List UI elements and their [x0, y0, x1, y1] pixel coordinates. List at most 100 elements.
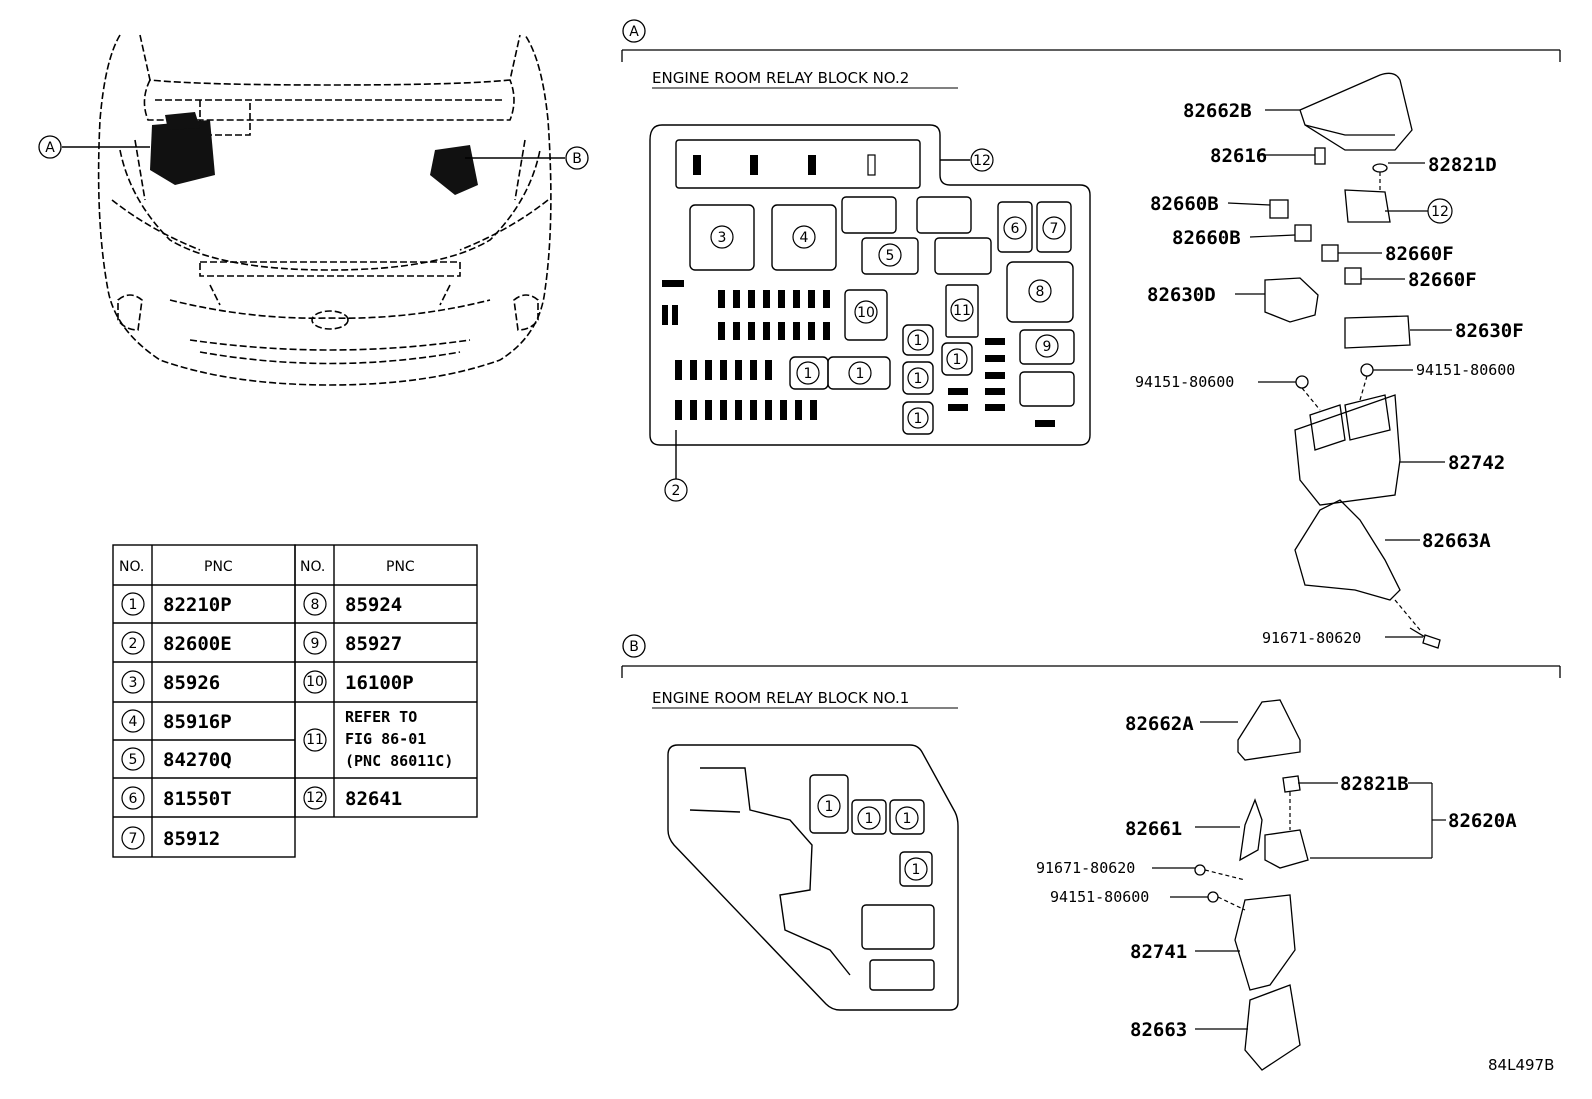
figure-code: 84L497B	[1488, 1056, 1554, 1074]
parts-a-leaders	[1227, 109, 1452, 638]
svg-text:82660B: 82660B	[1172, 227, 1241, 249]
svg-text:PNC: PNC	[386, 559, 415, 575]
svg-text:1: 1	[825, 799, 834, 815]
svg-text:12: 12	[973, 153, 991, 169]
table-row: 9 85927	[303, 631, 402, 655]
svg-text:82821D: 82821D	[1428, 154, 1497, 176]
relay-block-2-callout-labels: 3 4 5 6 7 8 9 10 11 1 1 1 1 1 1 12 2	[672, 153, 1059, 499]
svg-text:81550T: 81550T	[163, 788, 232, 810]
svg-text:3: 3	[129, 675, 138, 691]
relay-block-2-layout	[649, 124, 1091, 488]
table-row: 5 84270Q	[121, 747, 232, 771]
svg-text:NO.: NO.	[300, 559, 325, 575]
svg-text:85926: 85926	[163, 672, 220, 694]
section-a-title: ENGINE ROOM RELAY BLOCK NO.2	[652, 69, 909, 87]
svg-text:PNC: PNC	[204, 559, 233, 575]
svg-text:5: 5	[886, 248, 895, 264]
svg-text:82630F: 82630F	[1455, 320, 1524, 342]
relay-block-2-callouts	[664, 148, 1066, 502]
svg-text:1: 1	[912, 862, 921, 878]
parts-b-drawing	[1194, 699, 1309, 1071]
svg-text:9: 9	[311, 636, 320, 652]
car-relay-block-a	[150, 112, 215, 185]
svg-text:4: 4	[129, 714, 138, 730]
table-row: 3 85926	[121, 670, 220, 694]
table-row: 1 82210P	[121, 592, 232, 616]
pnc-table	[112, 544, 478, 858]
svg-text:82742: 82742	[1448, 452, 1505, 474]
svg-text:FIG 86-01: FIG 86-01	[345, 730, 426, 748]
svg-text:5: 5	[129, 752, 138, 768]
relay-block-1-layout	[667, 744, 959, 1011]
svg-text:10: 10	[857, 305, 875, 321]
pnc-table-left: 1 82210P 2 82600E 3 85926 4 85916P 5 842…	[121, 592, 232, 850]
svg-text:1: 1	[865, 811, 874, 827]
svg-text:1: 1	[914, 371, 923, 387]
parts-a-drawing	[1264, 72, 1441, 649]
svg-text:82741: 82741	[1130, 941, 1187, 963]
section-a-frame	[621, 49, 1561, 62]
svg-text:94151-80600: 94151-80600	[1135, 373, 1234, 391]
section-b-marker: B	[622, 634, 646, 658]
svg-text:82620A: 82620A	[1448, 810, 1517, 832]
svg-text:94151-80600: 94151-80600	[1050, 888, 1149, 906]
parts-b-leaders	[1152, 721, 1446, 1030]
pnc-table-headers: NO. PNC NO. PNC	[119, 559, 415, 575]
section-b-frame	[621, 665, 1561, 678]
svg-text:82663A: 82663A	[1422, 530, 1491, 552]
table-row: 8 85924	[303, 592, 402, 616]
svg-text:82660F: 82660F	[1385, 243, 1454, 265]
svg-text:82661: 82661	[1125, 818, 1182, 840]
car-relay-block-b	[430, 145, 478, 195]
relay-block-2-fuses	[662, 154, 1055, 427]
svg-text:1: 1	[914, 411, 923, 427]
table-row: 6 81550T	[121, 786, 232, 810]
svg-text:1: 1	[129, 597, 138, 613]
svg-text:8: 8	[311, 597, 320, 613]
parts-a-callout-12: 12	[1427, 198, 1453, 224]
svg-text:85916P: 85916P	[163, 711, 232, 733]
svg-text:NO.: NO.	[119, 559, 144, 575]
svg-text:B: B	[572, 151, 582, 167]
relay-block-1-callouts	[817, 794, 928, 881]
svg-text:82821B: 82821B	[1340, 773, 1409, 795]
svg-text:7: 7	[1050, 221, 1059, 237]
svg-text:91671-80620: 91671-80620	[1036, 859, 1135, 877]
svg-text:2: 2	[672, 483, 681, 499]
svg-text:4: 4	[800, 230, 809, 246]
table-row: 12 82641	[303, 786, 402, 810]
table-row: 4 85916P	[121, 709, 232, 733]
svg-text:1: 1	[856, 366, 865, 382]
svg-text:82210P: 82210P	[163, 594, 232, 616]
svg-text:1: 1	[903, 811, 912, 827]
svg-text:82660F: 82660F	[1408, 269, 1477, 291]
svg-text:8: 8	[1036, 284, 1045, 300]
section-a-marker: A	[622, 19, 646, 43]
svg-text:B: B	[629, 639, 639, 655]
svg-text:REFER TO: REFER TO	[345, 708, 417, 726]
svg-text:82663: 82663	[1130, 1019, 1187, 1041]
svg-text:1: 1	[914, 333, 923, 349]
svg-text:85912: 85912	[163, 828, 220, 850]
car-overview	[97, 34, 552, 386]
table-row: 2 82600E	[121, 631, 232, 655]
svg-text:91671-80620: 91671-80620	[1262, 629, 1361, 647]
svg-text:(PNC 86011C): (PNC 86011C)	[345, 752, 453, 770]
svg-text:82600E: 82600E	[163, 633, 232, 655]
svg-text:84270Q: 84270Q	[163, 749, 232, 771]
car-callout-a: A	[38, 135, 150, 159]
svg-text:1: 1	[953, 352, 962, 368]
svg-text:9: 9	[1043, 339, 1052, 355]
car-callout-b: B	[465, 146, 589, 170]
svg-text:82630D: 82630D	[1147, 284, 1216, 306]
svg-text:A: A	[45, 140, 55, 156]
svg-text:12: 12	[306, 790, 324, 806]
table-row: 7 85912	[121, 826, 220, 850]
svg-text:11: 11	[306, 732, 324, 748]
svg-text:94151-80600: 94151-80600	[1416, 361, 1515, 379]
svg-text:6: 6	[1011, 221, 1020, 237]
svg-text:7: 7	[129, 831, 138, 847]
svg-text:2: 2	[129, 636, 138, 652]
svg-text:85927: 85927	[345, 633, 402, 655]
svg-text:10: 10	[306, 674, 324, 690]
